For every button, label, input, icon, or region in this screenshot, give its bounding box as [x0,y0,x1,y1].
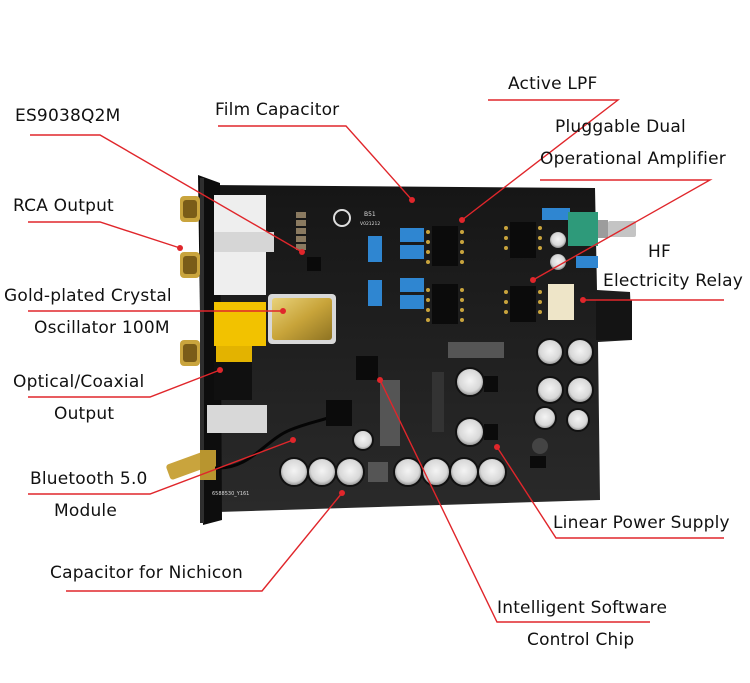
label-gold-plated-crystal: Gold-plated Crystal [4,286,172,306]
relay [548,284,574,320]
label-optical-coaxial: Optical/Coaxial [13,372,145,392]
connector [448,342,504,358]
label-control-chip: Control Chip [527,630,635,650]
silkscreen-logo: B51 V021212 [333,209,380,227]
callout-lines [28,99,724,623]
label-pluggable-dual: Pluggable Dual [555,117,686,137]
label-module: Module [54,501,118,521]
label-hf: HF [648,242,671,262]
op-amp-chips [426,222,542,324]
power-supply-capacitors [455,338,594,468]
headphone-jack [596,300,632,340]
label-rca-output: RCA Output [13,196,114,216]
label-film-capacitor: Film Capacitor [215,100,340,120]
capacitor [550,254,566,270]
silkscreen-board-id: 6588530_Y161 [212,491,249,497]
label-bluetooth-5: Bluetooth 5.0 [30,469,148,489]
usb-port [207,405,267,433]
bluetooth-chip [326,400,352,426]
label-capacitor-nichicon: Capacitor for Nichicon [50,563,244,583]
control-chip [356,356,378,380]
label-es9038q2m: ES9038Q2M [15,106,121,126]
label-electricity-relay: Electricity Relay [603,271,743,291]
label-intelligent-software: Intelligent Software [497,598,668,618]
antenna-connector [166,450,216,480]
smd-resistors [296,212,306,250]
ic-socket [380,380,400,446]
nichicon-capacitors [279,429,507,487]
rca-jacks [180,195,274,368]
film-capacitors [368,208,598,309]
label-output: Output [54,404,115,424]
dac-chip [307,257,321,271]
capacitor [550,232,566,248]
crystal-oscillator [268,294,336,344]
label-oscillator-100m: Oscillator 100M [34,318,170,338]
label-linear-power-supply: Linear Power Supply [553,513,730,533]
silkscreen-logo-text: B51 [364,211,376,218]
ribbon-connector [432,372,444,432]
label-operational-amplifier: Operational Amplifier [540,149,726,169]
label-active-lpf: Active LPF [508,74,598,94]
callout-dots [177,197,586,496]
silkscreen-version-text: V021212 [360,221,380,227]
